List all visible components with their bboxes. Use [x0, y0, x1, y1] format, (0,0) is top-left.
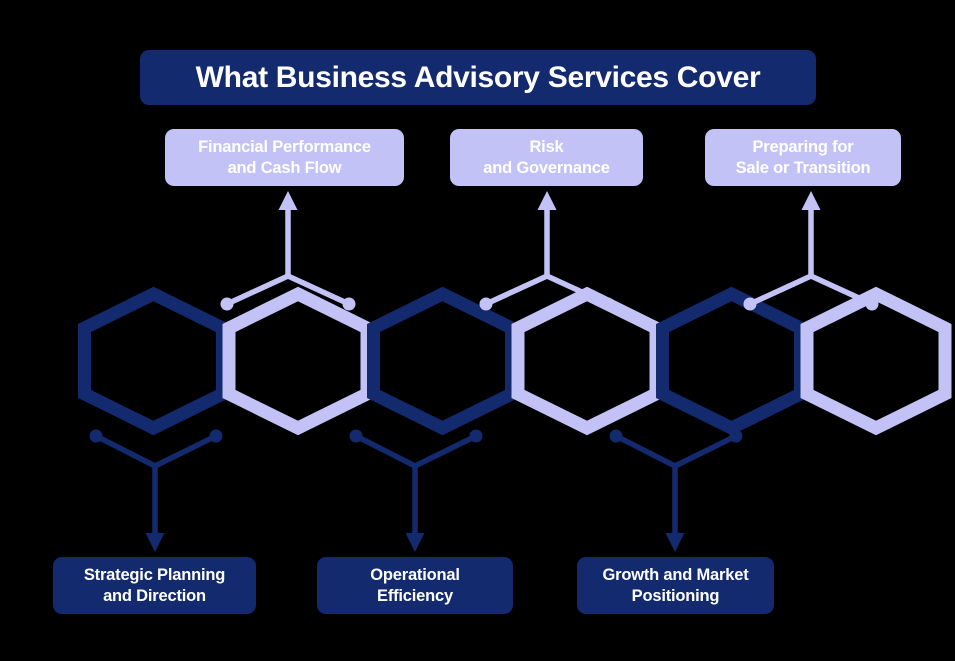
financial-performance-and-cash-flow-arm-left [225, 273, 290, 307]
financial-performance-and-cash-flow-dot-left [220, 297, 234, 311]
label-financial-performance-and-cash-flow[interactable]: Financial Performance and Cash Flow [165, 129, 404, 186]
label-line-1: Preparing for [752, 138, 854, 157]
risk-and-governance-arm-right [545, 273, 610, 307]
strategic-planning-and-direction-arm-left [94, 433, 157, 469]
risk-and-governance-dot-right [601, 297, 615, 311]
strategic-planning-and-direction-arrowhead [145, 533, 165, 552]
financial-performance-and-cash-flow-arrowhead [278, 191, 298, 210]
strategic-planning-and-direction-dot-right [209, 429, 223, 443]
hexagon-1 [222, 286, 374, 436]
financial-performance-and-cash-flow-connector [220, 191, 356, 311]
label-line-1: Risk [529, 138, 564, 157]
operational-efficiency-dot-left [349, 429, 363, 443]
growth-and-market-positioning-arm-right [673, 433, 738, 469]
risk-and-governance-arrowhead [537, 191, 557, 210]
label-preparing-for-sale-or-transition[interactable]: Preparing for Sale or Transition [705, 129, 901, 186]
label-line-2: Sale or Transition [735, 158, 871, 177]
growth-and-market-positioning-arm-left [614, 433, 677, 469]
preparing-for-sale-or-transition-connector [743, 191, 879, 311]
label-operational-efficiency[interactable]: Operational Efficiency [317, 557, 513, 614]
label-line-2: Efficiency [377, 586, 453, 605]
operational-efficiency-arrowhead [405, 533, 425, 552]
preparing-for-sale-or-transition-arrowhead [801, 191, 821, 210]
connector-group [89, 191, 879, 552]
hexagon-4 [656, 286, 807, 436]
risk-and-governance-dot-left [479, 297, 493, 311]
strategic-planning-and-direction-connector [89, 429, 223, 552]
page-title-text: What Business Advisory Services Cover [195, 60, 761, 94]
financial-performance-and-cash-flow-arm-right [286, 273, 351, 307]
preparing-for-sale-or-transition-dot-right [865, 297, 879, 311]
operational-efficiency-dot-right [469, 429, 483, 443]
label-line-2: and Direction [103, 586, 206, 605]
label-line-2: Positioning [631, 586, 720, 605]
page-title: What Business Advisory Services Cover [140, 50, 816, 105]
label-line-1: Operational [370, 566, 460, 585]
operational-efficiency-connector [349, 429, 483, 552]
financial-performance-and-cash-flow-dot-right [342, 297, 356, 311]
hexagon-5 [800, 286, 952, 436]
preparing-for-sale-or-transition-arm-right [809, 273, 874, 307]
growth-and-market-positioning-dot-left [609, 429, 623, 443]
preparing-for-sale-or-transition-dot-left [743, 297, 757, 311]
risk-and-governance-arm-left [484, 273, 549, 307]
preparing-for-sale-or-transition-arm-left [748, 273, 813, 307]
strategic-planning-and-direction-arm-right [153, 433, 218, 469]
growth-and-market-positioning-connector [609, 429, 743, 552]
label-strategic-planning-and-direction[interactable]: Strategic Planning and Direction [53, 557, 256, 614]
hexagon-0 [78, 286, 229, 436]
operational-efficiency-arm-left [354, 433, 417, 469]
label-line-1: Financial Performance [198, 138, 371, 157]
growth-and-market-positioning-arrowhead [665, 533, 685, 552]
risk-and-governance-connector [479, 191, 615, 311]
label-line-1: Strategic Planning [83, 566, 226, 585]
label-line-2: and Cash Flow [227, 158, 342, 177]
growth-and-market-positioning-dot-right [729, 429, 743, 443]
label-line-1: Growth and Market [602, 566, 749, 585]
operational-efficiency-arm-right [413, 433, 478, 469]
strategic-planning-and-direction-dot-left [89, 429, 103, 443]
hexagon-2 [367, 286, 518, 436]
hexagon-chain [78, 286, 952, 436]
label-line-2: and Governance [483, 158, 610, 177]
label-risk-and-governance[interactable]: Risk and Governance [450, 129, 643, 186]
hexagon-3 [511, 286, 663, 436]
label-growth-and-market-positioning[interactable]: Growth and Market Positioning [577, 557, 774, 614]
